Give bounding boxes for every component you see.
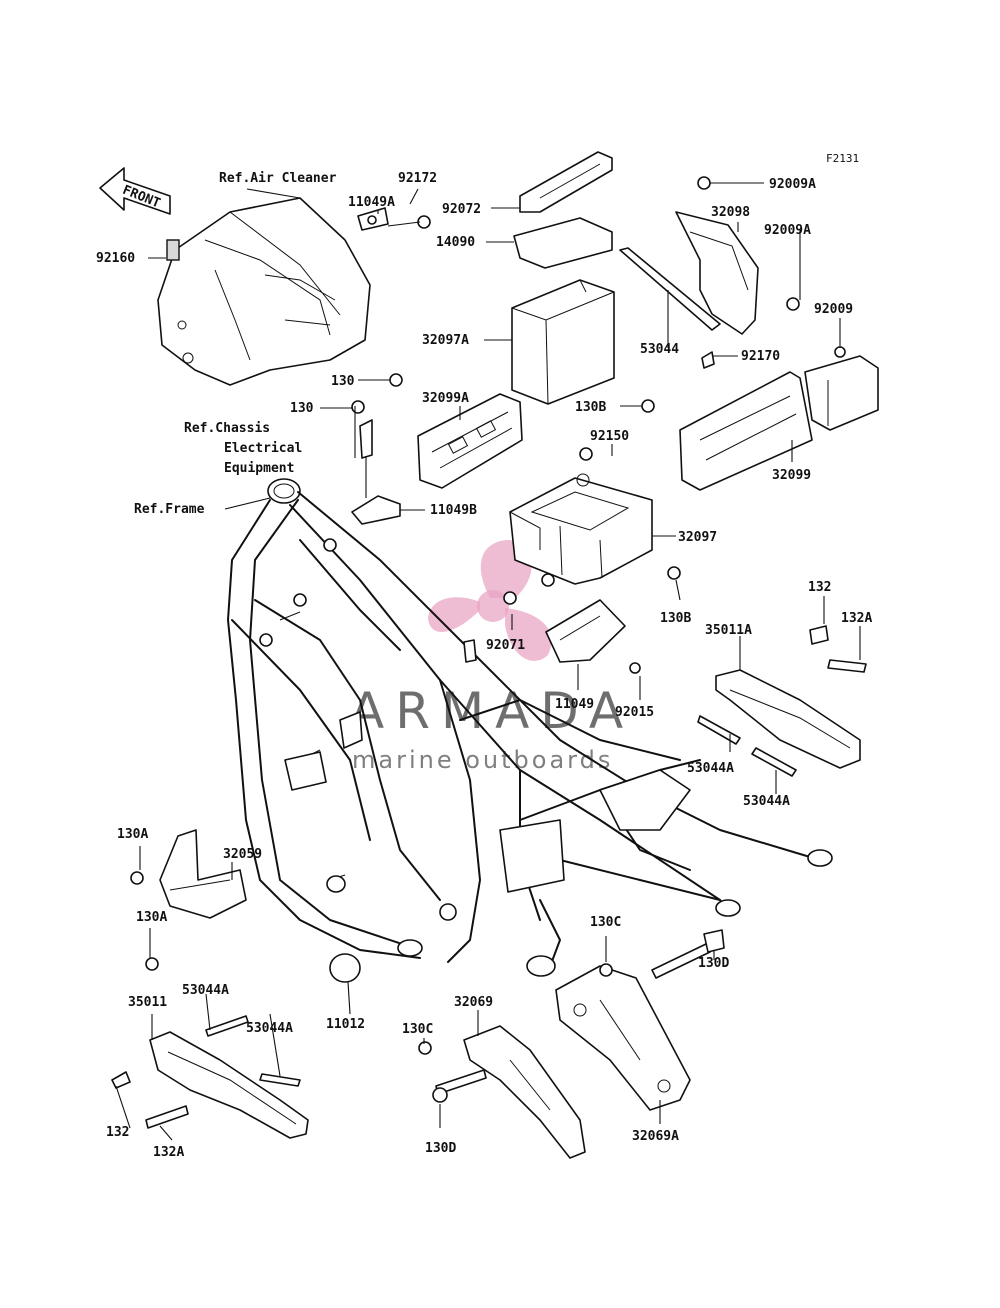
part-label-53044A-l1[interactable]: 53044A	[182, 983, 229, 998]
ref-air-cleaner[interactable]: Ref.Air Cleaner	[219, 171, 337, 186]
part-label-92170[interactable]: 92170	[741, 349, 780, 364]
chain-guard-35011	[111, 1015, 309, 1139]
air-cleaner-housing	[157, 197, 371, 386]
bracket-11049	[545, 599, 626, 663]
part-label-92072[interactable]: 92072	[442, 202, 481, 217]
part-label-130C-right[interactable]: 130C	[590, 915, 621, 930]
part-92160-block	[166, 239, 180, 261]
part-label-32069A[interactable]: 32069A	[632, 1129, 679, 1144]
rod-53044	[619, 247, 721, 331]
cap-11012	[329, 953, 361, 983]
part-label-92172[interactable]: 92172	[398, 171, 437, 186]
armada-watermark: ARMADA marine outboards	[350, 540, 623, 774]
part-label-32098[interactable]: 32098	[711, 205, 750, 220]
part-label-11049[interactable]: 11049	[555, 697, 594, 712]
clip-11049A	[357, 207, 431, 231]
part-label-53044A-l2[interactable]: 53044A	[246, 1021, 293, 1036]
part-label-92009A-top[interactable]: 92009A	[769, 177, 816, 192]
part-label-53044A-r1[interactable]: 53044A	[687, 761, 734, 776]
part-label-130-upper[interactable]: 130	[331, 374, 355, 389]
bolt-130-b	[389, 373, 403, 387]
part-label-32099[interactable]: 32099	[772, 468, 811, 483]
cover-32099A	[417, 393, 523, 489]
part-label-11049A[interactable]: 11049A	[348, 195, 395, 210]
part-label-130D-right[interactable]: 130D	[698, 956, 729, 971]
part-label-11012[interactable]: 11012	[326, 1017, 365, 1032]
figure-code: F2131	[826, 152, 859, 165]
collar-92071	[503, 591, 517, 605]
front-arrow-icon: FRONT	[99, 167, 171, 215]
bracket-32069	[418, 1025, 586, 1159]
bolt-130-a	[351, 400, 365, 414]
part-label-130B-upper[interactable]: 130B	[575, 400, 606, 415]
part-label-92009A-mid[interactable]: 92009A	[764, 223, 811, 238]
part-label-32097A[interactable]: 32097A	[422, 333, 469, 348]
ref-chassis-electrical[interactable]: Electrical	[224, 441, 302, 456]
part-label-130D-left[interactable]: 130D	[425, 1141, 456, 1156]
part-label-92150[interactable]: 92150	[590, 429, 629, 444]
motorcycle-frame	[227, 478, 833, 977]
battery-strap-92072	[519, 151, 613, 213]
bracket-11049B	[351, 419, 401, 525]
ref-chassis[interactable]: Ref.Chassis	[184, 421, 270, 436]
nut-92015	[629, 662, 641, 674]
part-label-32099A[interactable]: 32099A	[422, 391, 469, 406]
part-label-14090[interactable]: 14090	[436, 235, 475, 250]
ref-frame[interactable]: Ref.Frame	[134, 502, 205, 517]
part-label-132-left[interactable]: 132	[106, 1125, 129, 1140]
part-label-92071[interactable]: 92071	[486, 638, 525, 653]
part-label-35011A[interactable]: 35011A	[705, 623, 752, 638]
part-label-130C-left[interactable]: 130C	[402, 1022, 433, 1037]
watermark-tagline: marine outboards	[352, 746, 613, 774]
part-label-53044[interactable]: 53044	[640, 342, 679, 357]
part-label-92015[interactable]: 92015	[615, 705, 654, 720]
part-label-32059[interactable]: 32059	[223, 847, 262, 862]
bracket-32059	[130, 829, 247, 971]
chain-guard-35011A	[697, 625, 867, 777]
battery-tray-32097	[509, 473, 653, 585]
part-label-53044A-r2[interactable]: 53044A	[743, 794, 790, 809]
duct-32099	[579, 346, 879, 491]
part-label-32069[interactable]: 32069	[454, 995, 493, 1010]
nut-92071	[541, 573, 555, 587]
battery-case-32097A	[511, 279, 615, 405]
part-label-32097[interactable]: 32097	[678, 530, 717, 545]
part-label-132A-left[interactable]: 132A	[153, 1145, 184, 1160]
bolt-130B-lower	[667, 566, 681, 580]
leader-lines	[115, 182, 861, 1141]
part-label-130B-lower[interactable]: 130B	[660, 611, 691, 626]
ref-chassis-equipment[interactable]: Equipment	[224, 461, 294, 476]
part-label-132A-right[interactable]: 132A	[841, 611, 872, 626]
part-label-132-right[interactable]: 132	[808, 580, 831, 595]
pad-14090	[513, 217, 613, 269]
part-label-92160[interactable]: 92160	[96, 251, 135, 266]
part-label-92009[interactable]: 92009	[814, 302, 853, 317]
side-cover-32098	[675, 176, 800, 335]
part-label-35011[interactable]: 35011	[128, 995, 167, 1010]
part-label-11049B[interactable]: 11049B	[430, 503, 477, 518]
bracket-32069A	[555, 929, 725, 1111]
part-label-130-lower[interactable]: 130	[290, 401, 314, 416]
part-label-130A-upper[interactable]: 130A	[117, 827, 148, 842]
part-label-130A-lower[interactable]: 130A	[136, 910, 167, 925]
